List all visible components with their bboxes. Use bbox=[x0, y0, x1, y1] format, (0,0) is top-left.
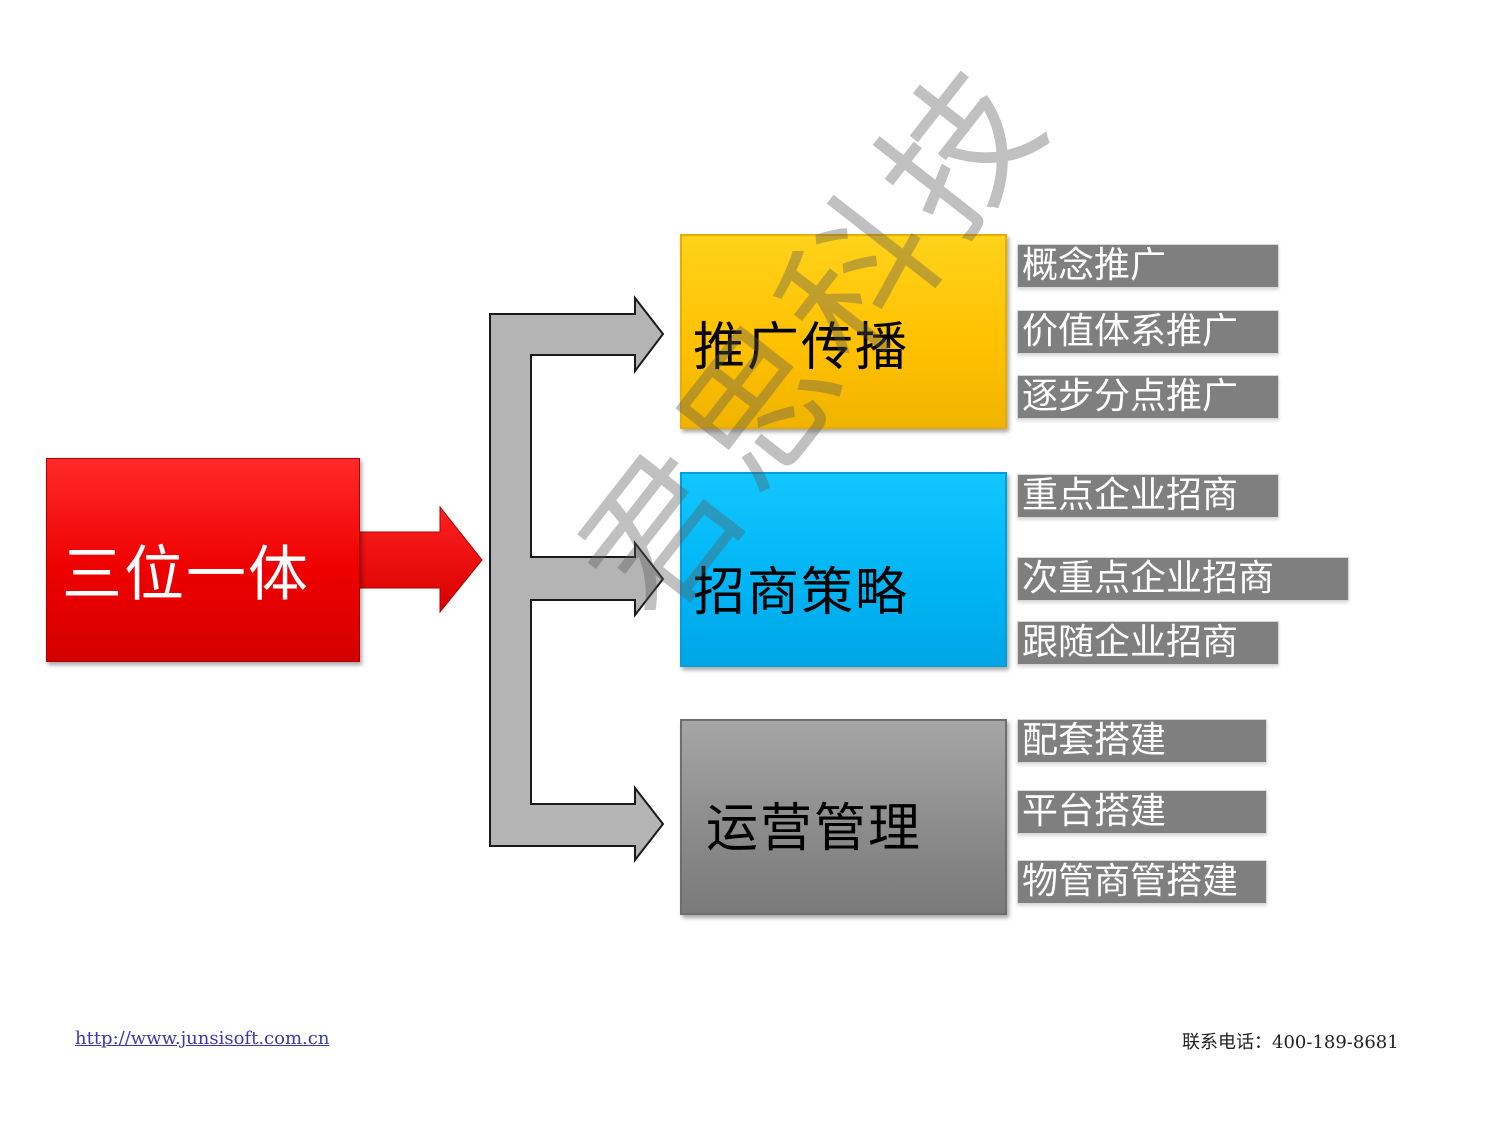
sub-item: 概念推广 bbox=[1017, 244, 1279, 288]
main-title-line1: 三位一体 bbox=[62, 540, 310, 610]
main-strategy-box bbox=[46, 458, 360, 662]
branch-bracket bbox=[489, 295, 665, 863]
main-arrow bbox=[357, 505, 483, 614]
sub-item: 跟随企业招商 bbox=[1017, 621, 1279, 665]
sub-item: 配套搭建 bbox=[1017, 719, 1267, 763]
category-label-investment: 招商策略 bbox=[693, 563, 910, 623]
category-box-operations bbox=[680, 719, 1007, 915]
sub-item: 物管商管搭建 bbox=[1017, 860, 1267, 904]
footer-phone: 联系电话：400-189-8681 bbox=[1182, 1032, 1399, 1053]
category-label-promotion: 推广传播 bbox=[693, 318, 910, 378]
sub-item: 逐步分点推广 bbox=[1017, 375, 1279, 419]
category-box-investment bbox=[680, 472, 1007, 667]
sub-item: 平台搭建 bbox=[1017, 790, 1267, 834]
main-strategy-title: 三位一体 发展策略 bbox=[62, 470, 352, 820]
sub-item: 价值体系推广 bbox=[1017, 310, 1279, 354]
footer-website-link[interactable]: http://www.junsisoft.com.cn bbox=[75, 1028, 330, 1049]
category-label-operations: 运营管理 bbox=[706, 799, 923, 859]
category-box-promotion bbox=[680, 234, 1007, 429]
main-title-line2: 发展策略 bbox=[62, 680, 310, 750]
sub-item: 次重点企业招商 bbox=[1017, 557, 1349, 601]
sub-item: 重点企业招商 bbox=[1017, 474, 1279, 518]
